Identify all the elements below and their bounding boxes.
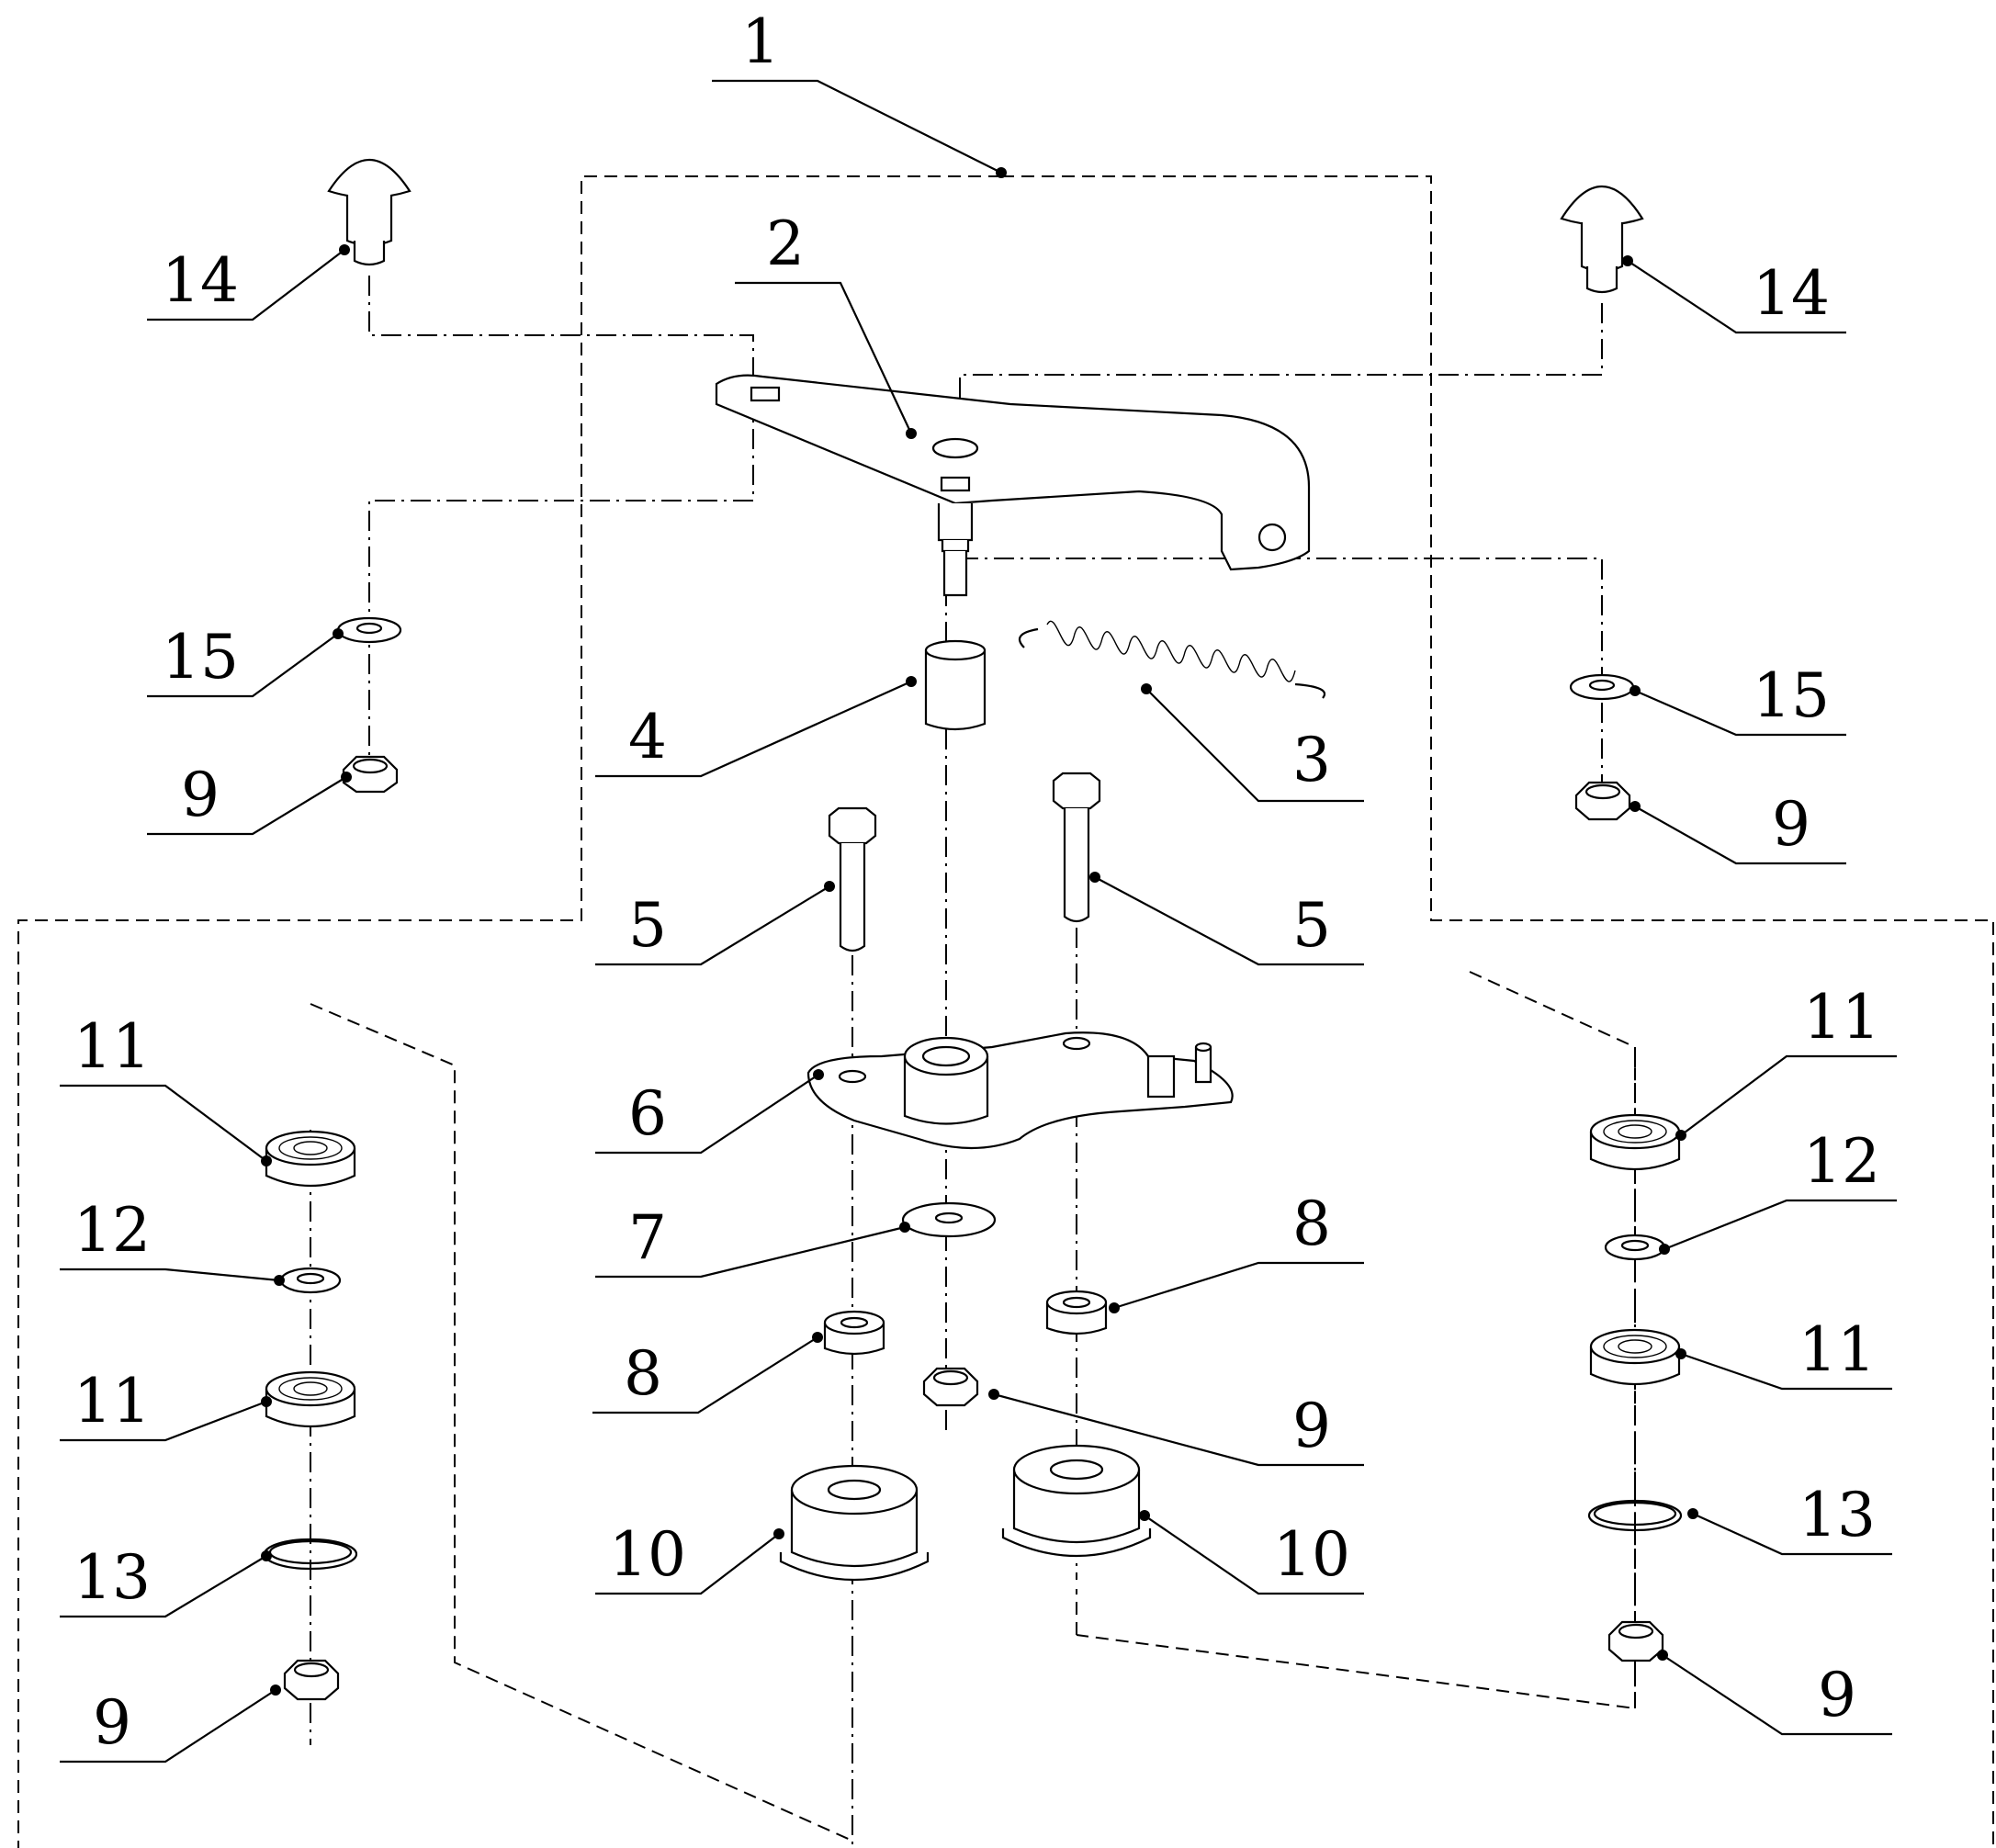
hex-bolt-left — [828, 806, 877, 952]
callout-5-left: 5 — [628, 890, 667, 961]
bearing-left-bottom — [265, 1370, 356, 1428]
callout-9-center: 9 — [1292, 1391, 1331, 1461]
roller-right — [1001, 1444, 1152, 1558]
bushing — [924, 639, 987, 731]
callout-10-left: 10 — [609, 1519, 686, 1590]
nut-center — [922, 1367, 979, 1407]
callout-13-right: 13 — [1799, 1480, 1876, 1550]
nut-right-stack — [1607, 1620, 1664, 1662]
callout-1: 1 — [741, 6, 780, 77]
callout-14-right: 14 — [1753, 258, 1830, 329]
washer-12-left — [279, 1267, 342, 1294]
callout-15-right: 15 — [1753, 660, 1830, 731]
assembly-1-boundary — [17, 175, 1994, 1848]
callout-9-top-right: 9 — [1772, 789, 1810, 860]
bracket-plate — [715, 374, 1311, 597]
spacer-right — [1045, 1290, 1108, 1335]
callout-11-left-top: 11 — [73, 1011, 151, 1082]
bearing-right-bottom — [1589, 1328, 1681, 1386]
flat-washer — [901, 1201, 997, 1238]
nut-top-right — [1574, 781, 1631, 821]
callout-12-left: 12 — [73, 1195, 151, 1266]
callout-8-left: 8 — [624, 1338, 662, 1409]
callout-9-top-left: 9 — [181, 760, 220, 830]
leader-lines — [60, 79, 1897, 1763]
callout-13-left: 13 — [73, 1542, 151, 1613]
carriage-bolt-right — [1560, 185, 1644, 294]
callout-11-right-top: 11 — [1803, 982, 1880, 1053]
carriage-bolt-left — [327, 158, 412, 266]
callout-14-left: 14 — [162, 245, 239, 316]
callout-3: 3 — [1292, 725, 1331, 795]
nut-left-stack — [283, 1659, 340, 1701]
washer-right — [1569, 673, 1635, 701]
callout-6: 6 — [628, 1078, 667, 1149]
left-bearing-group-boundary — [310, 1003, 855, 1842]
callout-12-right: 12 — [1803, 1126, 1880, 1197]
snap-ring-right — [1587, 1499, 1683, 1532]
washer-12-right — [1604, 1234, 1666, 1261]
bearing-right-top — [1589, 1113, 1681, 1171]
axis-left-bolt14 — [368, 276, 754, 781]
callout-11-right-bottom: 11 — [1799, 1314, 1876, 1385]
callout-2: 2 — [766, 208, 805, 279]
lower-plate — [806, 1031, 1234, 1150]
roller-left — [779, 1464, 930, 1582]
callout-7: 7 — [628, 1202, 667, 1273]
callout-4: 4 — [628, 702, 667, 772]
callout-15-left: 15 — [162, 622, 239, 693]
tension-spring — [1018, 620, 1325, 699]
nut-top-left — [342, 755, 399, 794]
callout-9-right-stack: 9 — [1818, 1660, 1856, 1730]
callout-5-right: 5 — [1292, 890, 1331, 961]
callout-11-left-bottom: 11 — [73, 1366, 151, 1437]
callout-8-right: 8 — [1292, 1189, 1331, 1259]
spacer-left — [823, 1310, 885, 1356]
callout-10-right: 10 — [1273, 1519, 1350, 1590]
washer-left — [336, 616, 402, 644]
hex-bolt-right — [1052, 772, 1101, 923]
callout-9-left-stack: 9 — [93, 1687, 131, 1758]
bearing-left-top — [265, 1130, 356, 1188]
